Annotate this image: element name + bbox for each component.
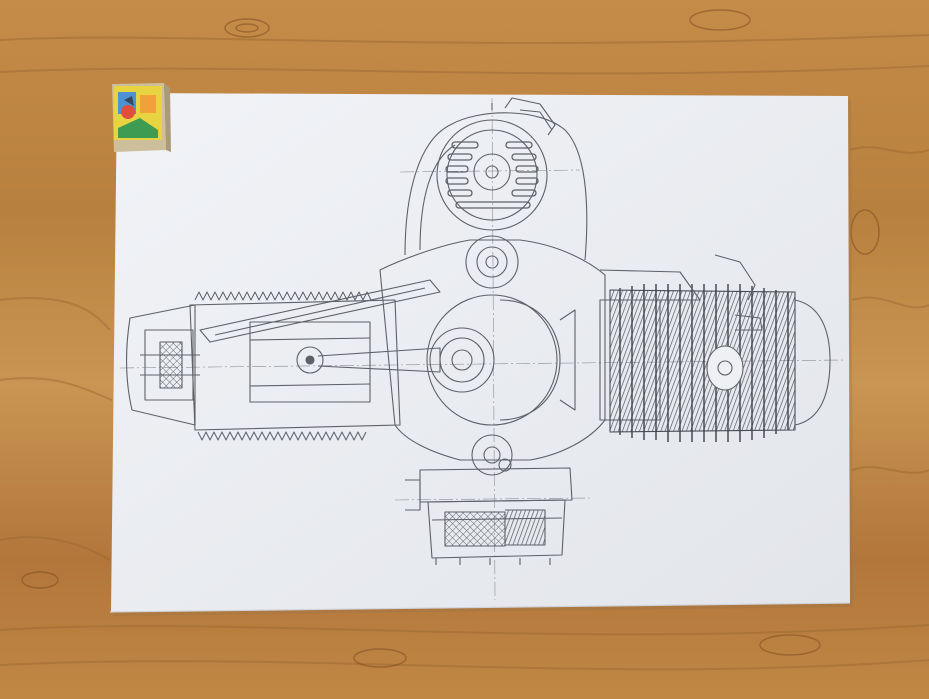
left-cylinder-head xyxy=(125,304,200,426)
crankcase xyxy=(379,235,606,476)
engine-drawing xyxy=(119,97,846,601)
right-cylinder xyxy=(599,254,831,442)
oil-sump xyxy=(405,467,573,565)
matchbox xyxy=(112,83,171,152)
alternator-housing xyxy=(404,97,588,261)
paper-sheet xyxy=(109,93,853,616)
